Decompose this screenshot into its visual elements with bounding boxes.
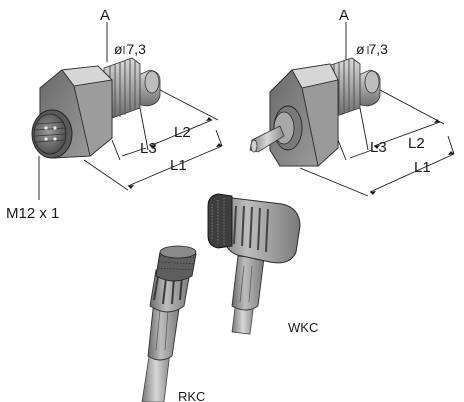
label-l3-right: L3 (370, 139, 387, 156)
sensor-right: A ø 7,3 L2 L3 L1 (249, 7, 455, 197)
connector-angled-wkc: WKC (207, 193, 318, 335)
label-l3-left: L3 (140, 140, 157, 157)
label-thread-left: M12 x 1 (6, 205, 59, 222)
label-wkc: WKC (288, 320, 318, 335)
connector-straight-rkc: RKC (141, 245, 205, 402)
label-rkc: RKC (178, 389, 205, 402)
dimension-lines-left (83, 89, 223, 191)
dimension-lines-right (299, 89, 455, 197)
label-diameter-left: ø 7,3 (114, 41, 146, 57)
thread-left (103, 57, 141, 119)
sensor-left: A ø 7,3 L2 L3 L1 M12 x 1 (6, 7, 223, 222)
label-a-left: A (100, 7, 110, 24)
label-l2-right: L2 (408, 135, 425, 152)
label-a-right: A (339, 7, 349, 24)
m12-connector-face-left (31, 109, 73, 159)
label-diameter-right: ø 7,3 (356, 41, 388, 57)
label-l2-left: L2 (174, 124, 191, 141)
label-l1-left: L1 (170, 157, 187, 174)
cable-gland-right (249, 105, 303, 153)
label-l1-right: L1 (414, 159, 431, 176)
